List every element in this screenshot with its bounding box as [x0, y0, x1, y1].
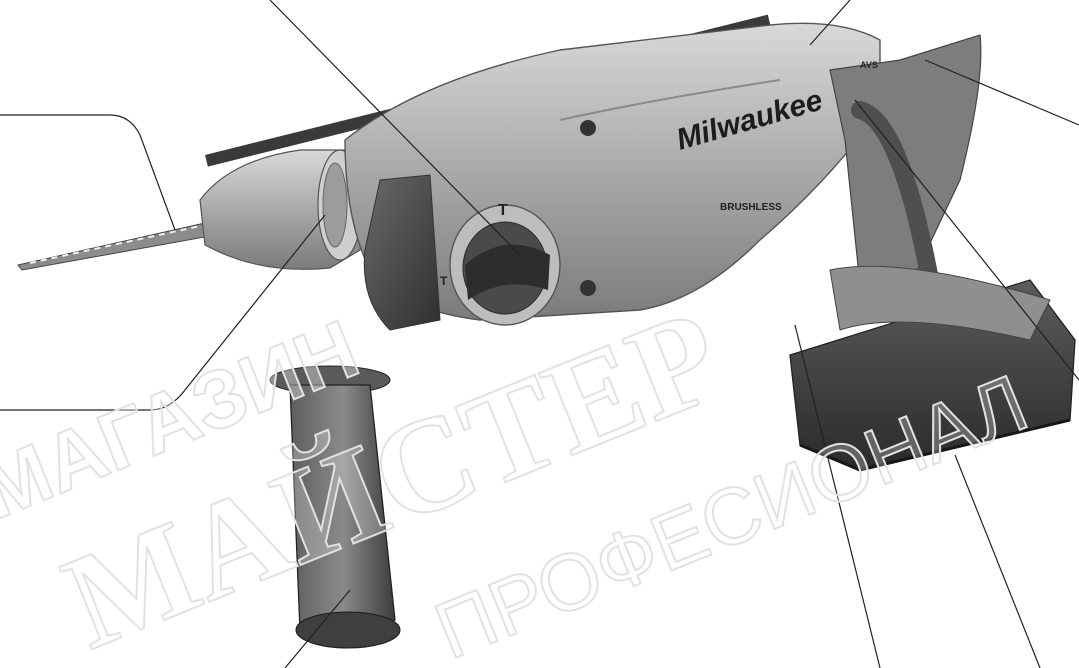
side-handle-clamp	[363, 174, 441, 331]
callout-line-mode-selector	[269, 0, 521, 256]
callout-line-lock-button	[924, 59, 1079, 126]
battery-pack	[789, 265, 1076, 472]
callout-line-side-handle	[284, 589, 351, 668]
chuck	[199, 149, 364, 270]
auxiliary-side-handle	[269, 365, 401, 649]
model-label: BRUSHLESS	[720, 202, 782, 213]
callout-line-drill-bit	[0, 114, 176, 231]
housing-screws	[580, 120, 596, 296]
callout-line-battery	[954, 454, 1041, 668]
callout-line-top-collar	[809, 0, 851, 46]
callout-line-chuck	[0, 214, 326, 411]
mode-selector-dial: T T	[440, 202, 561, 326]
mode-mark-top: T	[498, 202, 508, 219]
avs-badge: AVS	[860, 60, 878, 70]
callout-line-trigger	[794, 324, 881, 668]
drill-bit	[17, 222, 211, 271]
mode-mark-left: T	[440, 274, 448, 288]
callout-line-rear-handle	[854, 99, 1079, 381]
